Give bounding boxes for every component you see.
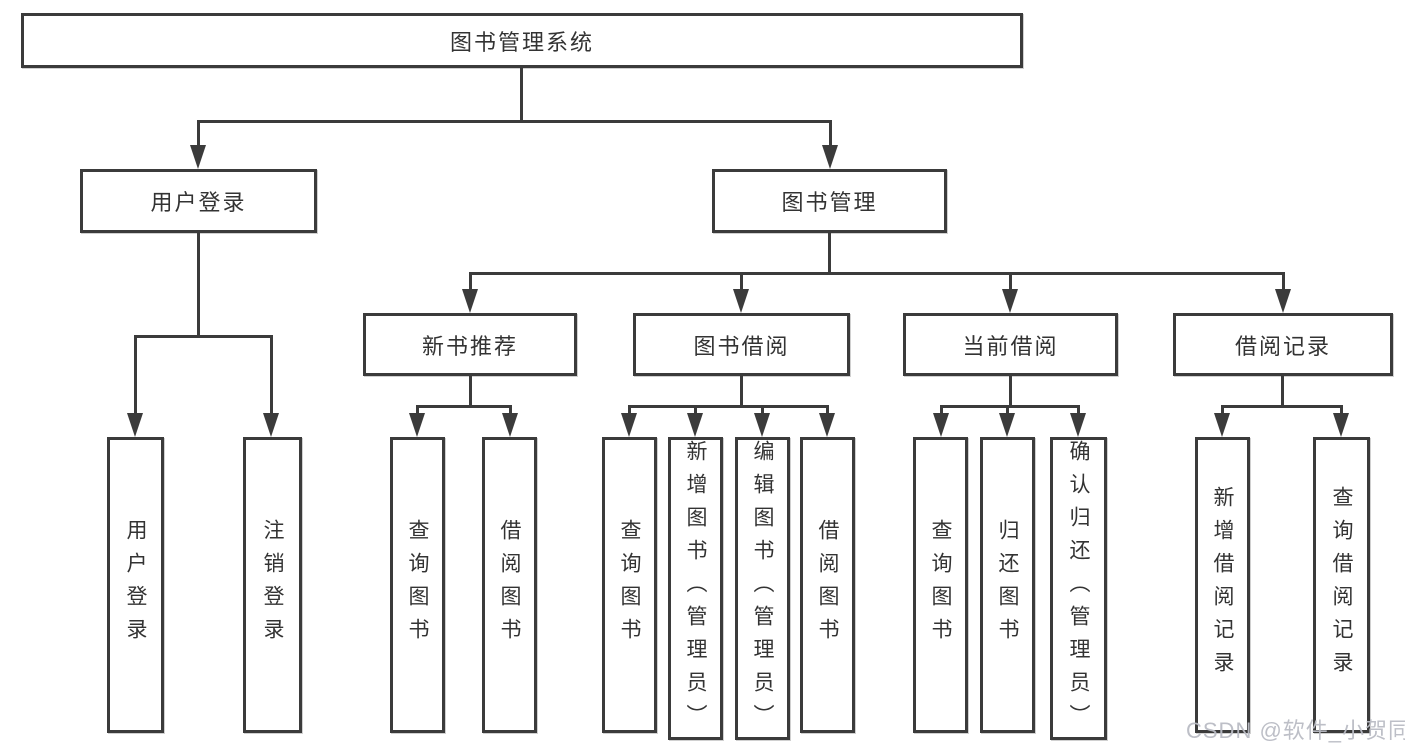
arrowhead-icon — [127, 413, 143, 437]
leaf-query-book-1: 查询图书 — [390, 437, 445, 733]
connector-line — [1008, 376, 1012, 408]
node-label: 图书管理 — [781, 190, 878, 215]
node-label: 编辑图书（管理员） — [751, 440, 774, 737]
arrowhead-icon — [409, 413, 425, 437]
leaf-borrow-book-1: 借阅图书 — [482, 437, 537, 733]
connector-line — [693, 406, 697, 419]
leaf-query-book-3: 查询图书 — [913, 437, 968, 733]
leaf-logout: 注销登录 — [243, 437, 302, 733]
connector-line — [739, 273, 743, 295]
connector-line — [1005, 406, 1009, 419]
node-new-book-recommend: 新书推荐 — [363, 313, 577, 376]
node-label: 注销登录 — [261, 519, 284, 651]
node-user-login-group: 用户登录 — [80, 169, 317, 233]
connector-line — [133, 336, 137, 419]
connector-line — [1220, 404, 1343, 408]
connector-line — [196, 233, 200, 338]
connector-line — [825, 406, 829, 419]
node-label: 查询图书 — [929, 519, 952, 651]
leaf-edit-book-admin: 编辑图书（管理员） — [735, 437, 790, 740]
arrowhead-icon — [933, 413, 949, 437]
leaf-add-book-admin: 新增图书（管理员） — [668, 437, 723, 740]
connector-line — [508, 406, 512, 419]
node-label: 当前借阅 — [962, 333, 1059, 359]
arrowhead-icon — [1333, 413, 1349, 437]
node-label: 确认归还（管理员） — [1067, 440, 1090, 737]
leaf-confirm-return-admin: 确认归还（管理员） — [1050, 437, 1107, 740]
connector-line — [415, 406, 419, 419]
connector-line — [939, 404, 1080, 408]
arrowhead-icon — [1070, 413, 1086, 437]
node-label: 图书管理系统 — [449, 29, 594, 55]
arrowhead-icon — [263, 413, 279, 437]
arrowhead-icon — [999, 413, 1015, 437]
connector-line — [828, 121, 832, 151]
node-current-borrow: 当前借阅 — [903, 313, 1118, 376]
connector-line — [196, 121, 200, 151]
arrowhead-icon — [754, 413, 770, 437]
connector-line — [1008, 273, 1012, 295]
arrowhead-icon — [822, 145, 838, 169]
leaf-user-login: 用户登录 — [107, 437, 164, 733]
node-label: 用户登录 — [124, 519, 147, 651]
connector-line — [827, 233, 831, 275]
node-label: 借阅图书 — [816, 519, 839, 651]
connector-line — [519, 68, 523, 123]
connector-line — [1076, 406, 1080, 419]
node-label: 查询借阅记录 — [1330, 486, 1353, 684]
arrowhead-icon — [819, 413, 835, 437]
connector-line — [415, 404, 512, 408]
arrowhead-icon — [190, 145, 206, 169]
connector-line — [627, 404, 829, 408]
node-label: 新增借阅记录 — [1211, 486, 1234, 684]
connector-line — [468, 273, 472, 295]
node-book-management: 图书管理 — [712, 169, 947, 233]
connector-line — [1220, 406, 1224, 419]
connector-line — [468, 271, 1285, 275]
connector-line — [1280, 376, 1284, 408]
csdn-watermark: CSDN @软件_小贺同学 — [1186, 718, 1405, 743]
arrowhead-icon — [502, 413, 518, 437]
connector-line — [1339, 406, 1343, 419]
connector-line — [627, 406, 631, 419]
leaf-borrow-book-2: 借阅图书 — [800, 437, 855, 733]
arrowhead-icon — [687, 413, 703, 437]
node-label: 查询图书 — [618, 519, 641, 651]
connector-line — [133, 334, 273, 338]
connector-line — [760, 406, 764, 419]
node-borrow-records: 借阅记录 — [1173, 313, 1393, 376]
arrowhead-icon — [733, 289, 749, 313]
connector-line — [269, 336, 273, 419]
connector-line — [196, 119, 832, 123]
node-label: 借阅记录 — [1234, 333, 1331, 359]
node-label: 查询图书 — [406, 519, 429, 651]
leaf-add-borrow-record: 新增借阅记录 — [1195, 437, 1250, 733]
connector-line — [739, 376, 743, 408]
node-label: 借阅图书 — [498, 519, 521, 651]
arrowhead-icon — [1214, 413, 1230, 437]
connector-line — [1281, 273, 1285, 295]
node-label: 归还图书 — [996, 519, 1019, 651]
arrowhead-icon — [1002, 289, 1018, 313]
arrowhead-icon — [462, 289, 478, 313]
arrowhead-icon — [621, 413, 637, 437]
leaf-query-book-2: 查询图书 — [602, 437, 657, 733]
connector-line — [468, 376, 472, 408]
connector-line — [939, 406, 943, 419]
node-label: 新增图书（管理员） — [684, 440, 707, 737]
leaf-return-book: 归还图书 — [980, 437, 1035, 733]
arrowhead-icon — [1275, 289, 1291, 313]
node-label: 图书借阅 — [693, 333, 790, 359]
node-book-borrow: 图书借阅 — [633, 313, 850, 376]
leaf-query-borrow-record: 查询借阅记录 — [1313, 437, 1370, 733]
node-label: 用户登录 — [150, 190, 247, 215]
node-label: 新书推荐 — [421, 333, 518, 359]
node-system-root: 图书管理系统 — [21, 13, 1023, 68]
